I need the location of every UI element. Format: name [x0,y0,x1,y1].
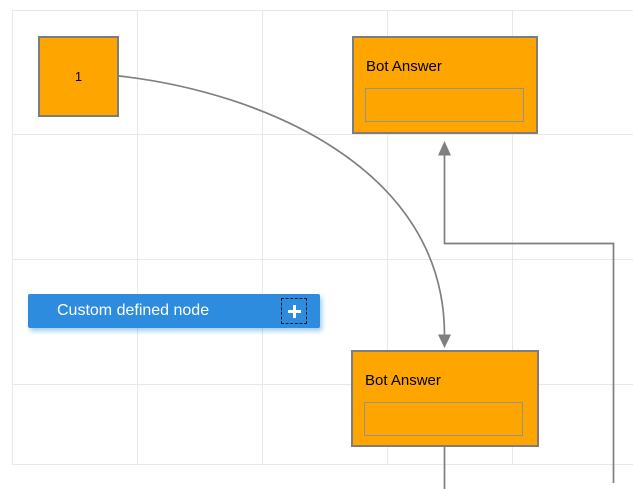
node-start[interactable]: 1 [38,36,119,117]
arrowhead-up-icon [438,141,451,156]
node-bot-answer-top-title: Bot Answer [366,58,442,75]
node-bot-answer-bottom[interactable]: Bot Answer [351,350,539,447]
connector-orthogonal[interactable] [438,141,615,483]
plus-icon [287,304,301,318]
node-bot-answer-bottom-title: Bot Answer [365,372,441,389]
add-node-button[interactable] [281,298,307,324]
arrowhead-down-icon [438,334,451,348]
node-bot-answer-top-input[interactable] [365,88,524,122]
node-bot-answer-bottom-input[interactable] [364,402,523,436]
node-start-label: 1 [74,69,83,84]
custom-defined-node-button[interactable]: Custom defined node [28,294,320,328]
node-bot-answer-top[interactable]: Bot Answer [352,36,538,134]
connector-curved[interactable] [118,75,451,348]
custom-defined-node-label: Custom defined node [57,302,210,319]
